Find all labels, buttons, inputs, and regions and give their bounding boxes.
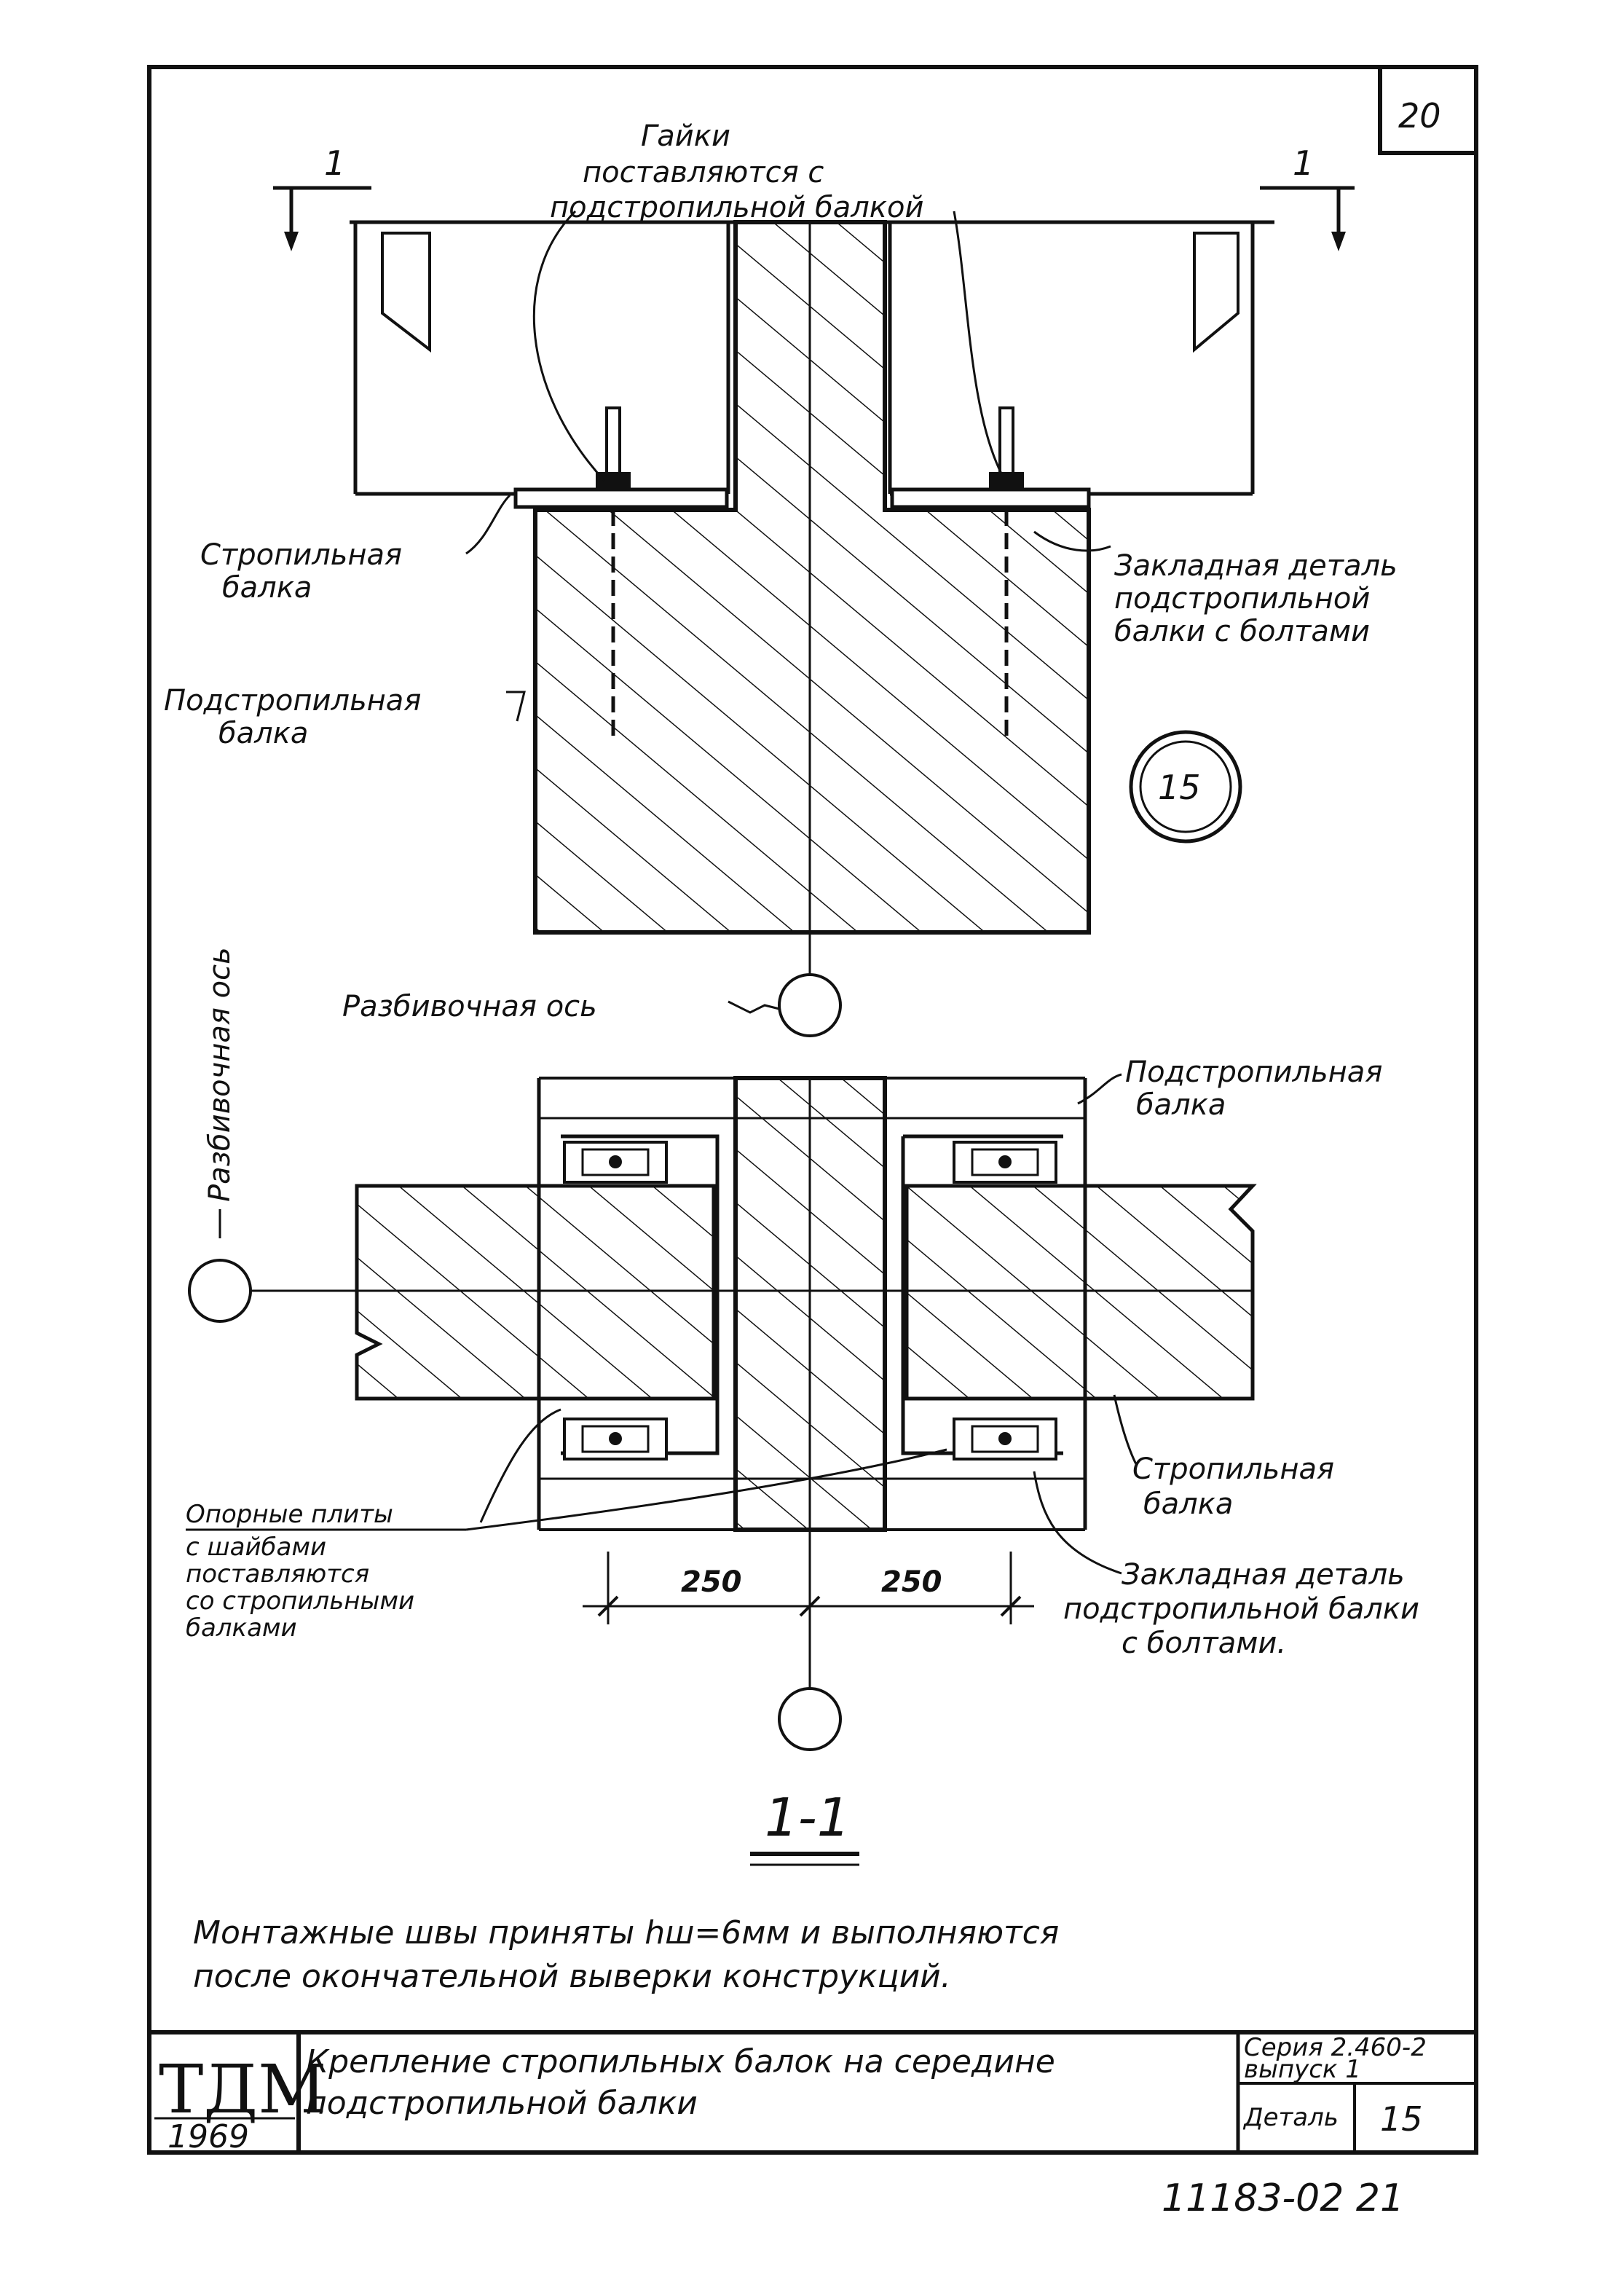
bearing-plates-label-2: с шайбами [186,1533,326,1562]
bearing-plates-label-5: балками [186,1613,297,1643]
nuts-label-2: поставляются с [583,156,824,189]
section-mark-right: 1 [1260,144,1355,251]
note-line-2: после окончательной выверки конструкций. [193,1958,951,1995]
title-detail-label: Деталь [1242,2103,1339,2132]
title-block: ТДМ 1969 Крепление стропильных балок на … [149,2030,1476,2155]
bolt-right [989,406,1024,736]
section-title: 1-1 [750,1787,859,1866]
rafter-beam-plan-label-2: балка [1143,1487,1233,1521]
embedded-part-label-1: Закладная деталь [1114,549,1398,583]
sub-rafter-beam-plan-label-2: балка [1136,1088,1226,1122]
embedded-part-plan-label-1: Закладная деталь [1122,1558,1405,1592]
bearing-plates-label-3: поставляются [186,1560,369,1589]
title-series: Серия 2.460-2 [1244,2033,1427,2062]
section-mark-left: 1 [273,144,371,251]
dimension-left: 250 [681,1565,742,1599]
note-line-1: Монтажные швы приняты hш=6мм и выполняют… [193,1914,1059,1951]
nuts-label-3: подстропильной балкой [550,191,923,224]
section-title-label: 1-1 [765,1787,851,1848]
rafter-beam-label-1: Стропильная [200,538,402,572]
bearing-plate-left-top [563,1141,668,1184]
section-mark-right-label: 1 [1293,144,1314,183]
sheet-frame [147,65,1478,2155]
dimension-line: 250 250 [583,1552,1034,1624]
bearing-plates-label-1: Опорные плиты [186,1500,393,1529]
sub-rafter-beam-label-1: Подстропильная [164,684,421,718]
bearing-plates-label-4: со стропильными [186,1587,414,1616]
embedded-part-label-2: подстропильной [1114,582,1370,616]
tdm-logo: ТДМ [159,2051,326,2128]
title-line-2: подстропильной балки [306,2085,698,2122]
embedded-part-plan-label-2: подстропильной балки [1063,1592,1419,1626]
detail-marker-number: 15 [1158,768,1201,807]
bolt-left [596,406,631,736]
title-year: 1969 [167,2118,249,2155]
sub-rafter-beam-section [533,220,1091,935]
rafter-beam-plan-label-1: Стропильная [1132,1452,1334,1486]
rafter-beam-plan-left [355,1184,716,1401]
elevation-view: 1 1 [164,119,1398,1037]
sub-rafter-beam-plan-label-1: Подстропильная [1125,1055,1382,1089]
sheet-number: 20 [1398,96,1441,135]
rafter-beam-plan-right [904,1184,1257,1401]
title-issue: выпуск 1 [1244,2055,1361,2084]
section-mark-left-label: 1 [324,144,345,183]
detail-marker: 15 [1129,730,1242,844]
sub-rafter-beam-label-2: балка [218,717,308,750]
embedded-part-plan-label-3: с болтами. [1122,1627,1286,1660]
sheet-number-box: 20 [1378,65,1478,155]
axis-label-vertical: Разбивочная ось [203,947,237,1202]
dimension-right: 250 [881,1565,942,1599]
rafter-beam-label-2: балка [222,571,312,605]
bearing-plate-right-top [953,1141,1057,1184]
archive-number: 11183-02 21 [1162,2177,1404,2220]
bearing-plate-right-bottom [953,1418,1057,1460]
plan-view: Разбивочная ось [186,947,1419,1751]
axis-label: Разбивочная ось [342,990,597,1023]
bearing-plate-left-bottom [563,1418,668,1460]
embedded-part-label-3: балки с болтами [1114,615,1370,648]
nuts-label-1: Гайки [641,119,730,153]
title-line-1: Крепление стропильных балок на середине [306,2043,1055,2080]
title-detail-number: 15 [1380,2099,1423,2139]
